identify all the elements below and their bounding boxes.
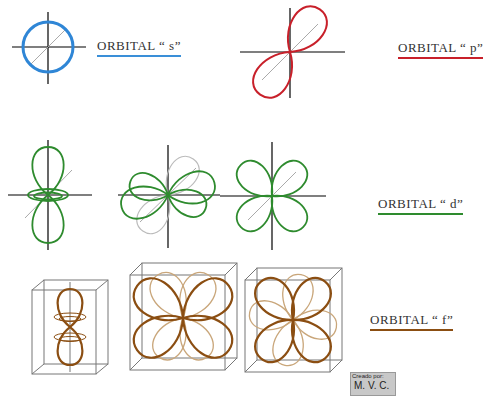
d-lobe [126, 169, 173, 207]
d-lobe [262, 155, 313, 206]
s-orbital [12, 12, 86, 84]
f-orbital-2 [127, 263, 240, 370]
f-orbital-1 [32, 280, 108, 374]
dz2-orbital [8, 140, 92, 250]
orbital-label: ORBITAL “ f” [370, 312, 453, 331]
d-lobe [32, 147, 63, 195]
orbital-label: ORBITAL “ p” [398, 40, 483, 59]
d-lobe [231, 155, 282, 206]
f-lobe [58, 289, 83, 327]
watermark-text: Creado por: [352, 373, 384, 379]
f-lobe [248, 310, 305, 369]
p-lobe [246, 42, 304, 104]
f-lobe [173, 303, 240, 365]
dxy-orbital [118, 145, 220, 248]
f-lobe [281, 310, 338, 369]
f-orbital-3 [245, 268, 342, 372]
d-lobe [32, 195, 63, 243]
d-lobe [164, 183, 211, 221]
f-lobe [127, 303, 194, 365]
p-orbital [240, 0, 345, 104]
orbital-label: ORBITAL “ s” [97, 38, 181, 57]
dx2y2-orbital [220, 142, 326, 250]
d-lobe [262, 186, 313, 237]
d-lobe [131, 187, 180, 240]
d-lobe [231, 186, 282, 237]
orbital-label: ORBITAL “ d” [378, 196, 463, 215]
watermark-text: M. V. C. [354, 380, 389, 391]
